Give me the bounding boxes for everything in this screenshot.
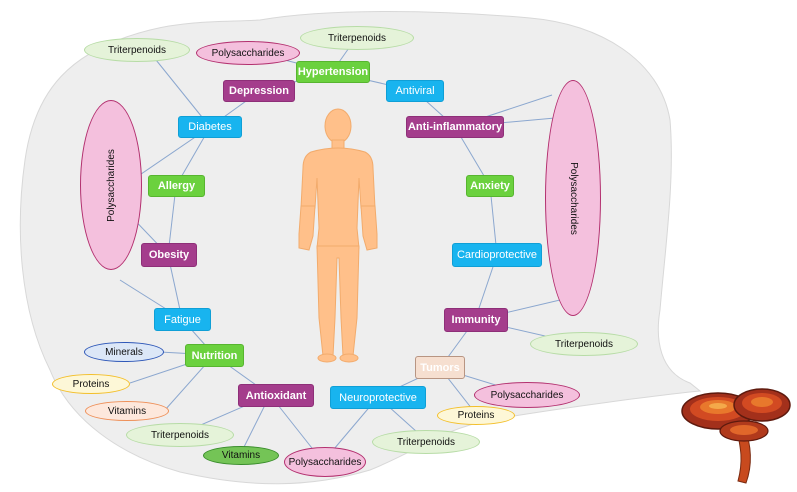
polysaccharides-ellipse: Polysaccharides [196, 41, 300, 65]
proteins-ellipse: Proteins [437, 406, 515, 425]
polysaccharides-label: Polysaccharides [288, 456, 362, 468]
anti-inflammatory-label: Anti-inflammatory [407, 121, 503, 133]
antioxidant-box: Antioxidant [238, 384, 314, 407]
neuroprotective-label: Neuroprotective [339, 391, 417, 404]
polysaccharides-ellipse: Polysaccharides [474, 382, 580, 408]
neuroprotective-box: Neuroprotective [330, 386, 426, 409]
antioxidant-label: Antioxidant [245, 389, 307, 402]
anxiety-label: Anxiety [470, 180, 510, 192]
minerals-label: Minerals [105, 346, 143, 358]
fatigue-box: Fatigue [154, 308, 211, 331]
proteins-label: Proteins [72, 378, 110, 390]
diabetes-box: Diabetes [178, 116, 242, 138]
triterpenoids-ellipse: Triterpenoids [84, 38, 190, 62]
cardioprotective-box: Cardioprotective [452, 243, 542, 267]
anti-inflammatory-box: Anti-inflammatory [406, 116, 504, 138]
antiviral-label: Antiviral [395, 85, 435, 97]
diabetes-label: Diabetes [188, 121, 232, 133]
connector [147, 49, 211, 128]
triterpenoids-ellipse: Triterpenoids [530, 332, 638, 356]
triterpenoids-label: Triterpenoids [108, 44, 166, 56]
nutrition-box: Nutrition [185, 344, 244, 367]
anxiety-box: Anxiety [466, 175, 514, 197]
triterpenoids-ellipse: Triterpenoids [126, 423, 234, 447]
depression-label: Depression [229, 85, 289, 97]
hypertension-label: Hypertension [297, 66, 369, 78]
antiviral-box: Antiviral [386, 80, 444, 102]
immunity-label: Immunity [451, 314, 501, 326]
polysaccharides-label: Polysaccharides [567, 161, 579, 235]
obesity-box: Obesity [141, 243, 197, 267]
proteins-label: Proteins [457, 410, 495, 421]
triterpenoids-label: Triterpenoids [555, 338, 613, 350]
immunity-box: Immunity [444, 308, 508, 332]
polysaccharides-label: Polysaccharides [105, 148, 117, 222]
triterpenoids-ellipse: Triterpenoids [372, 430, 480, 454]
cardioprotective-label: Cardioprotective [456, 249, 538, 261]
hypertension-box: Hypertension [296, 61, 370, 83]
obesity-label: Obesity [148, 249, 190, 261]
allergy-label: Allergy [157, 180, 196, 192]
triterpenoids-label: Triterpenoids [151, 429, 209, 441]
fatigue-label: Fatigue [164, 313, 201, 326]
vitamins-ellipse: Vitamins [85, 401, 169, 421]
triterpenoids-label: Triterpenoids [328, 32, 386, 44]
vitamins-label: Vitamins [107, 405, 147, 417]
triterpenoids-ellipse: Triterpenoids [300, 26, 414, 50]
minerals-ellipse: Minerals [84, 342, 164, 362]
proteins-ellipse: Proteins [52, 374, 130, 394]
nutrition-label: Nutrition [191, 349, 238, 362]
polysaccharides-label: Polysaccharides [211, 47, 285, 59]
vitamins-label: Vitamins [221, 450, 261, 461]
allergy-box: Allergy [148, 175, 205, 197]
triterpenoids-label: Triterpenoids [397, 436, 455, 448]
polysaccharides-ellipse: Polysaccharides [284, 447, 366, 477]
depression-box: Depression [223, 80, 295, 102]
tumors-box: Tumors [415, 356, 465, 379]
polysaccharides-ellipse: Polysaccharides [545, 80, 601, 316]
polysaccharides-ellipse: Polysaccharides [80, 100, 142, 270]
tumors-label: Tumors [420, 361, 460, 374]
human-body-icon [298, 108, 378, 363]
polysaccharides-label: Polysaccharides [490, 389, 564, 401]
vitamins-ellipse: Vitamins [203, 446, 279, 465]
reishi-mushroom-icon [681, 388, 791, 484]
